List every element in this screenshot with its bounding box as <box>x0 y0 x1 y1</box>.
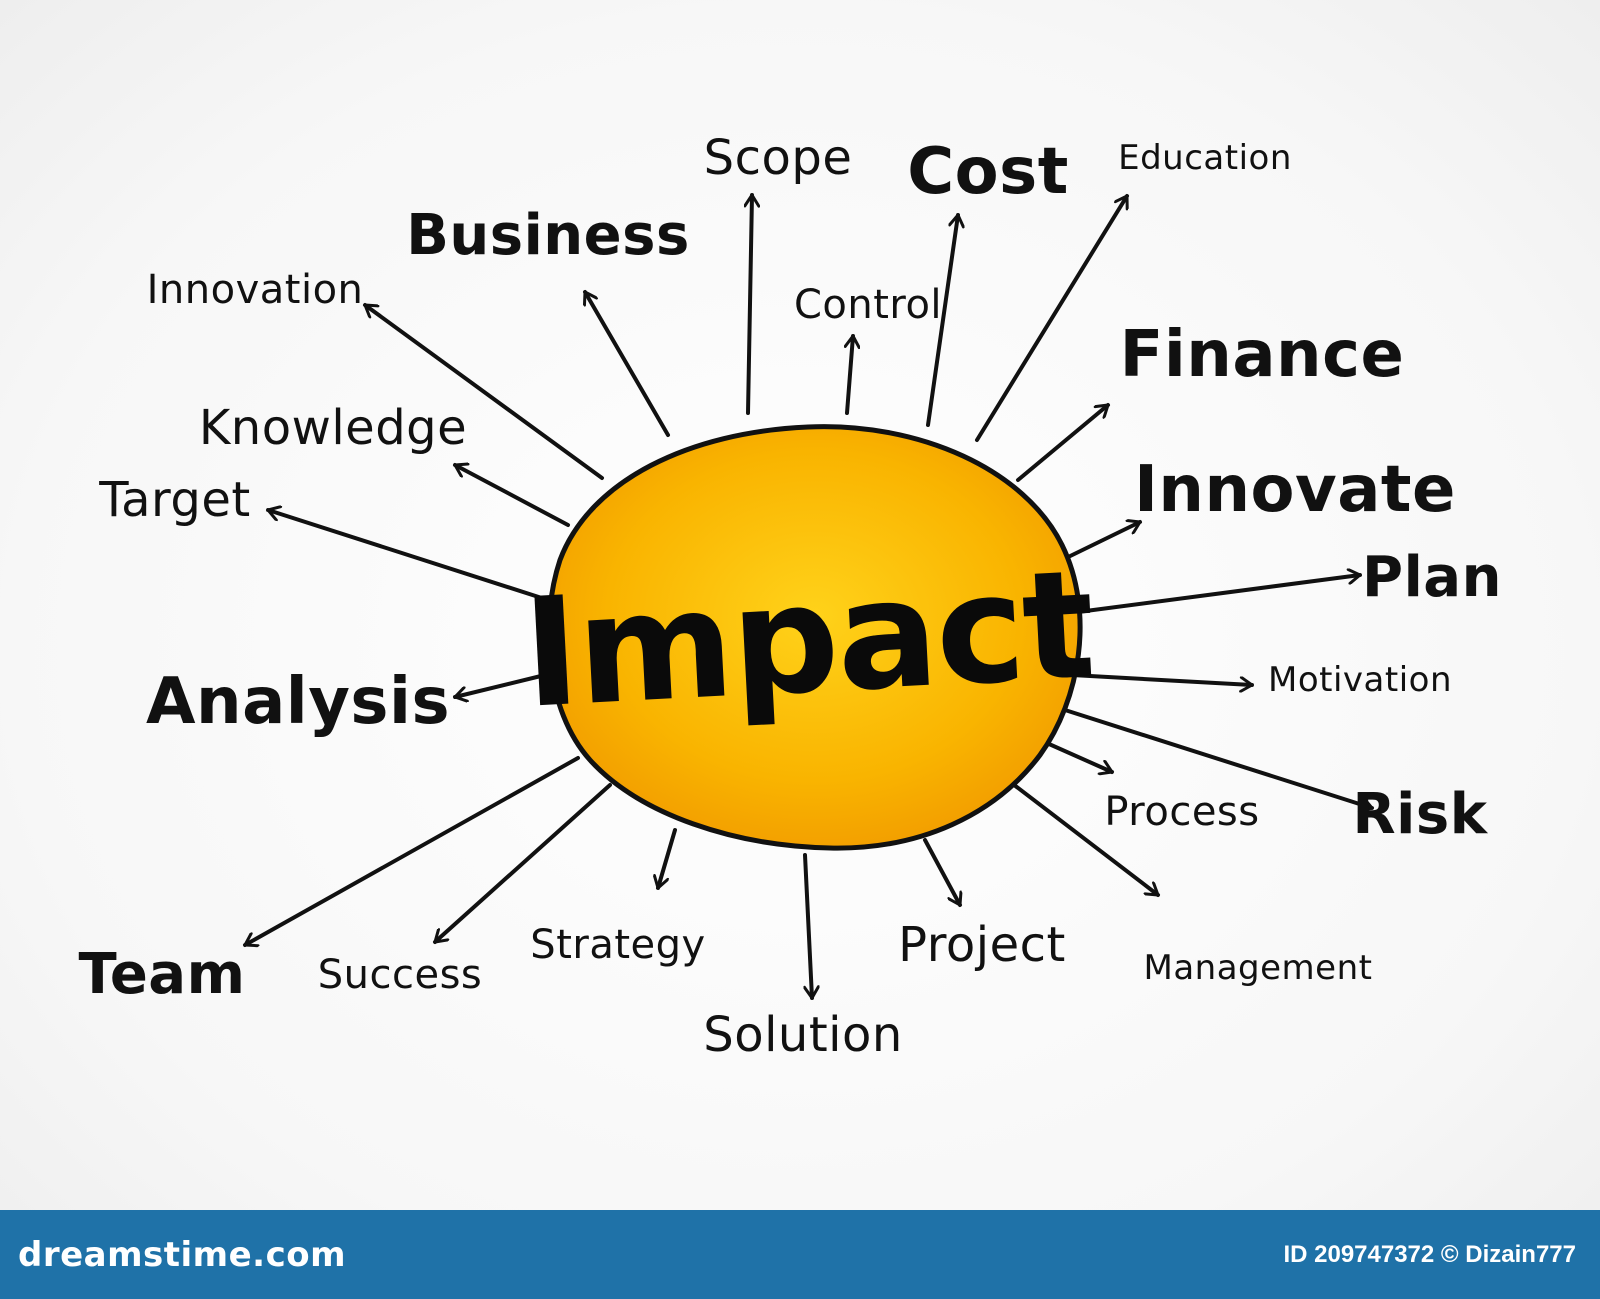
node-success: Success <box>317 952 483 998</box>
arrow-finance <box>1016 403 1110 482</box>
arrow-target <box>266 510 550 602</box>
node-project: Project <box>898 917 1066 973</box>
arrow-process <box>1038 738 1114 772</box>
arrow-knowledge <box>453 465 570 527</box>
watermark-site: dreamstime.com <box>18 1234 347 1275</box>
node-scope: Scope <box>703 130 853 186</box>
node-target: Target <box>99 472 251 528</box>
watermark-bar: dreamstime.com ID 209747372 © Dizain777 <box>0 1210 1600 1299</box>
arrow-strategy <box>658 828 677 890</box>
node-control: Control <box>793 282 943 328</box>
arrow-plan <box>1076 575 1362 614</box>
arrow-education <box>975 194 1129 442</box>
arrow-business <box>585 290 670 437</box>
arrow-innovation <box>363 303 604 480</box>
arrow-management <box>1003 776 1160 897</box>
arrow-innovate <box>1060 522 1142 562</box>
node-innovation: Innovation <box>146 267 364 313</box>
arrow-group <box>243 193 1374 1000</box>
node-knowledge: Knowledge <box>198 400 468 456</box>
node-business: Business <box>406 203 690 268</box>
arrow-motivation <box>1070 673 1254 685</box>
arrow-project <box>923 838 960 907</box>
node-management: Management <box>1143 948 1373 988</box>
node-analysis: Analysis <box>145 665 451 739</box>
node-solution: Solution <box>703 1007 903 1063</box>
arrow-success <box>433 783 612 944</box>
arrow-scope <box>748 193 752 415</box>
node-finance: Finance <box>1119 318 1405 392</box>
center-label: Impact <box>519 538 1097 742</box>
arrow-analysis <box>453 673 547 697</box>
arrow-team <box>243 756 580 945</box>
node-risk: Risk <box>1352 782 1488 847</box>
node-innovate: Innovate <box>1134 453 1456 527</box>
node-team: Team <box>78 942 246 1007</box>
node-strategy: Strategy <box>530 922 706 968</box>
node-process: Process <box>1104 789 1260 835</box>
center-ellipse <box>546 424 1083 851</box>
connector-layer <box>243 193 1374 1000</box>
node-cost: Cost <box>907 135 1069 209</box>
watermark-id: ID 209747372 © Dizain777 <box>1283 1240 1576 1268</box>
arrow-control <box>847 334 853 415</box>
node-plan: Plan <box>1362 545 1502 610</box>
arrow-cost <box>926 213 958 427</box>
mind-map: Impact Scope Cost Education Business Con… <box>78 130 1502 1063</box>
node-motivation: Motivation <box>1268 660 1452 700</box>
arrow-solution <box>803 853 812 1000</box>
node-education: Education <box>1118 138 1292 178</box>
arrow-risk <box>1063 708 1374 808</box>
